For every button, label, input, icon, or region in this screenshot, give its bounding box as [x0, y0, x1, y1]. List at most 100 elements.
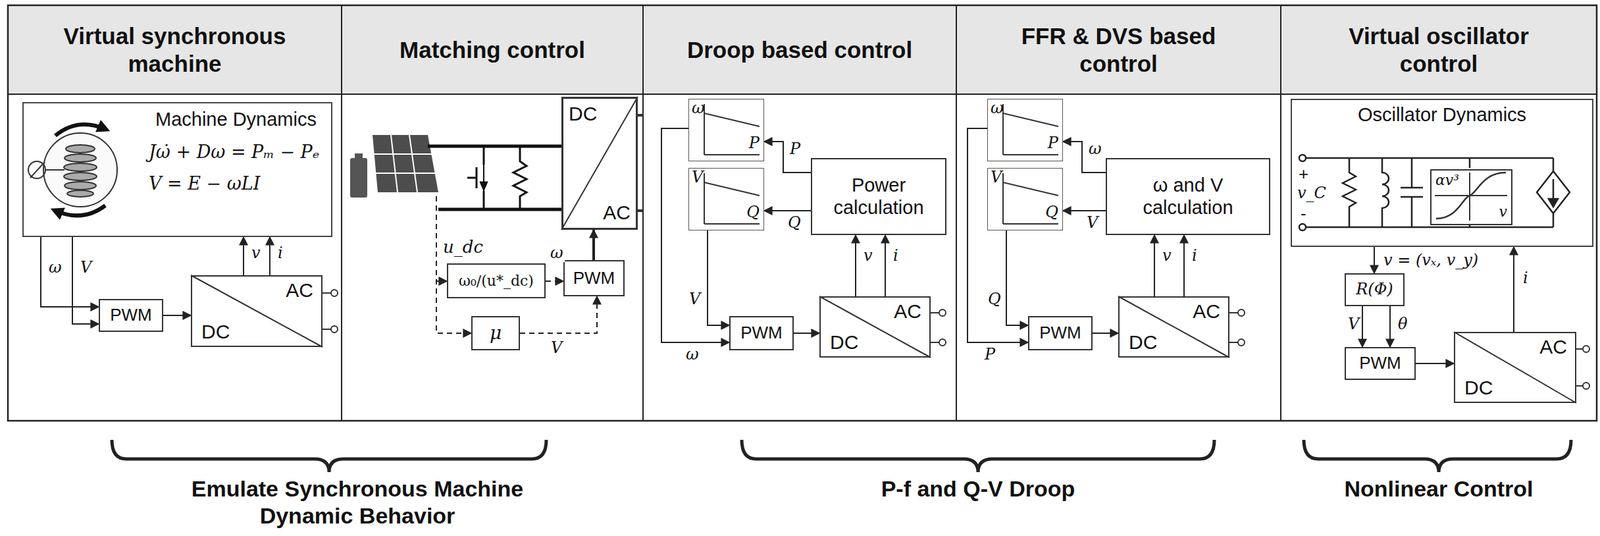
nonlinear-curve: [1436, 172, 1506, 219]
box-text: R(Φ): [1350, 280, 1398, 299]
converter-diagonal: [1118, 296, 1230, 358]
diagram-box: AC DC: [190, 275, 323, 347]
oscillator-circuit: [1469, 157, 1471, 168]
diagram-box: AC DC: [1453, 331, 1577, 403]
battery-icon: [350, 153, 368, 198]
header-cell: Virtual oscillator control: [1307, 22, 1571, 78]
output-terminal: [939, 338, 946, 346]
diagram-box: αv³v: [1430, 169, 1513, 226]
box-text: DC: [1464, 376, 1493, 400]
rotor-symbol: [64, 181, 97, 190]
plot-axis: [1002, 173, 1004, 224]
box-text: ω: [990, 99, 1004, 118]
oscillator-circuit: [1305, 157, 1554, 160]
table-grid: [955, 5, 957, 421]
dashed-signal: [436, 280, 447, 282]
edge-label: P: [788, 139, 802, 158]
box-text: DC: [201, 320, 230, 344]
edge-label: Q: [786, 213, 803, 232]
process-box: Power calculation: [810, 157, 947, 235]
dc-bus: [438, 207, 562, 212]
connector: [1513, 246, 1515, 332]
connector: [163, 314, 191, 316]
output-terminal: [939, 309, 946, 316]
connector: [1006, 230, 1029, 326]
edge-label: θ: [1396, 314, 1409, 334]
box-text: ω₀/(u*_dc): [453, 272, 540, 289]
oscillator-circuit: [1342, 157, 1356, 228]
box-text: μ: [484, 322, 507, 344]
output-terminal: [322, 115, 1590, 389]
edge-label: v: [862, 246, 875, 265]
output-terminal: [1576, 385, 1583, 387]
rotor-symbol: [30, 161, 45, 178]
group-label: Nonlinear Control: [1293, 475, 1584, 503]
converter-diagonal: [819, 296, 931, 358]
edge-label: ω: [548, 243, 565, 262]
process-box: PWM: [1344, 346, 1416, 380]
table-grid: [1280, 5, 1282, 421]
diagram-box: VQ: [688, 167, 765, 231]
connector: [793, 332, 820, 334]
output-terminal: [322, 292, 332, 294]
box-text: αv³: [1435, 171, 1460, 189]
switch-symbol: [483, 190, 486, 210]
bracket: [111, 439, 547, 472]
diagram-box: ACDC: [819, 296, 931, 358]
output-terminal: [930, 311, 940, 314]
box-text: AC: [285, 279, 314, 303]
resistor-symbol: [513, 146, 527, 210]
droop-line: [704, 182, 760, 196]
rotor-symbol: [67, 190, 94, 197]
oscillator-circuit: [1400, 186, 1423, 189]
diagram-box: ωP: [688, 98, 765, 162]
converter-diagonal: [190, 275, 323, 347]
switch-symbol: [479, 181, 488, 191]
table-grid: [7, 5, 1597, 421]
dashed-signal: [436, 196, 472, 334]
rotor-symbol: [45, 169, 65, 171]
signal-label: u_dc: [442, 236, 484, 257]
edge-label: i: [1190, 246, 1199, 265]
box-text: P: [1047, 134, 1059, 153]
connector: [545, 280, 564, 282]
oscillator-circuit: [1305, 226, 1554, 229]
edge-label: ω: [684, 344, 701, 364]
edge-label: ω: [47, 258, 64, 277]
rotor-symbol: [55, 205, 106, 216]
rotor-symbol: [28, 124, 118, 216]
box-text: V = E − ωLI: [148, 173, 260, 194]
edge-label: V: [1346, 314, 1361, 334]
diagram-box: Machine DynamicsJω̇ + Dω = Pₘ − PₑV = E …: [22, 102, 333, 237]
edge-label: V: [549, 338, 564, 357]
pv-panel: [372, 134, 439, 193]
dc-bus: [427, 146, 562, 210]
edge-label: v: [1161, 246, 1173, 265]
edge-label: v: [250, 243, 262, 262]
output-terminal: [1576, 348, 1583, 350]
plot-axis: [703, 173, 705, 224]
edge-label: P: [983, 344, 997, 364]
connector: [707, 230, 730, 326]
connector: [764, 141, 811, 173]
rotor-symbol: [65, 144, 95, 153]
group-label: Emulate Synchronous Machine Dynamic Beha…: [166, 475, 549, 530]
oscillator-circuit: [1299, 154, 1306, 162]
output-terminal: [1582, 382, 1590, 389]
process-box: PWM: [98, 298, 164, 332]
box-text: AC: [1539, 335, 1568, 359]
connector: [242, 236, 245, 276]
process-box: ω₀/(u*_dc): [446, 263, 546, 299]
box-text: DC: [829, 331, 859, 355]
box-text: ω: [691, 99, 705, 118]
dashed-signal: [436, 196, 472, 334]
group-label: P-f and Q-V Droop: [767, 475, 1189, 503]
box-text: AC: [1192, 300, 1221, 324]
box-text: PWM: [104, 305, 158, 326]
table-grid: [7, 5, 1597, 421]
converter-diagonal: [190, 96, 1577, 403]
header-cell: Virtual synchronous machine: [34, 22, 316, 78]
